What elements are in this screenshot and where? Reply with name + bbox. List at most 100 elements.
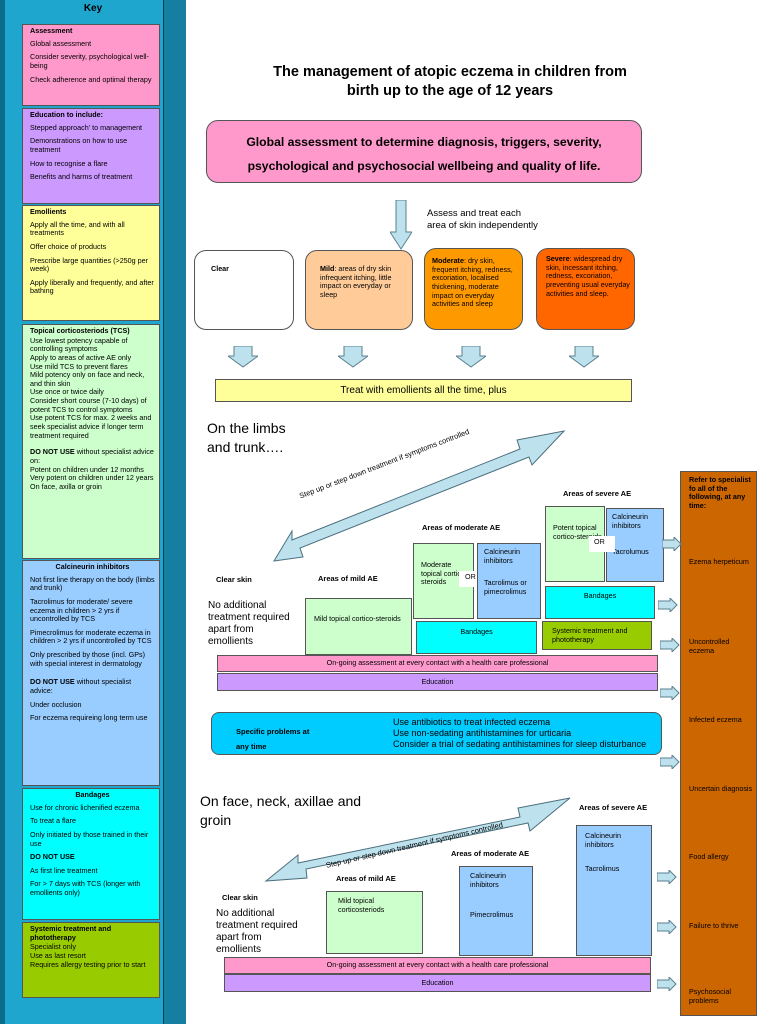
limbs-calcineurin-severe-label: Calcineurin inhibitors: [612, 512, 648, 530]
specific-problems-box: Specific problems at any time Use antibi…: [211, 712, 662, 755]
refer-heading: Refer to specialist fo all of the follow…: [689, 475, 751, 510]
right-arrow-icon: [660, 686, 680, 700]
key-item: Not first line therapy on the body (limb…: [30, 574, 155, 593]
key-item: Pimecrolimus for moderate eczema in chil…: [30, 627, 152, 646]
specific-problem-item: Consider a trial of sedating antihistami…: [393, 739, 647, 749]
key-calcineurin: Calcineurin inhibitors Not first line th…: [22, 560, 160, 786]
key-item: Mild potency only on face and neck, and …: [30, 370, 145, 388]
face-heading: On face, neck, axillae and groin: [200, 792, 361, 830]
right-arrow-icon: [657, 920, 677, 934]
refer-item: Failure to thrive: [689, 921, 739, 930]
limbs-calcineurin-label: Calcineurin inhibitors: [484, 547, 520, 565]
step-arrow-icon: [273, 430, 566, 562]
key-item: To treat a flare: [30, 816, 76, 826]
key-item: Use for chronic lichenified eczema: [30, 802, 140, 812]
limbs-systemic: Systemic treatment and phototherapy: [542, 621, 652, 650]
face-clear-skin: Clear skin: [222, 893, 258, 902]
key-item: As first line treatment: [30, 865, 98, 875]
severity-severe-box: Severe: widespread dry skin, incessant i…: [536, 248, 635, 330]
global-assessment-line: psychological and psychosocial wellbeing…: [247, 159, 601, 173]
limbs-bandages-severe: Bandages: [545, 586, 655, 619]
key-tcs: Topical corticosteriods (TCS) Use lowest…: [22, 324, 160, 559]
down-arrow-icon: [456, 346, 486, 368]
limbs-education: Education: [217, 673, 658, 691]
severity-moderate-text: : dry skin, frequent itching, redness, e…: [432, 256, 513, 309]
key-item: Demonstrations on how to use treatment: [30, 136, 128, 154]
key-item: Check adherence and optimal therapy: [30, 74, 152, 84]
limbs-mild-tcs: Mild topical cortico-steroids: [305, 598, 412, 655]
limbs-heading-line: On the limbs: [207, 420, 286, 436]
key-item: Benefits and harms of treatment: [30, 172, 133, 182]
key-item: Global assessment: [30, 38, 92, 48]
limbs-calcineurin: Calcineurin inhibitors Tacrolimus or pim…: [477, 543, 541, 619]
face-severe-area: Areas of severe AE: [579, 803, 648, 812]
limbs-calcineurin-severe: Calcineurin inhibitors Tacrolumus: [606, 508, 664, 582]
limbs-ongoing-assessment: On-going assessment at every contact wit…: [217, 655, 658, 672]
key-item: Tacrolimus for moderate/ severe eczema i…: [30, 596, 133, 624]
severity-clear-box: Clear: [194, 250, 294, 330]
key-item: Apply liberally and frequently, and afte…: [30, 277, 154, 296]
key-item: Use as last resort: [30, 950, 86, 960]
face-ongoing-assessment: On-going assessment at every contact wit…: [224, 957, 651, 974]
face-mild-area: Areas of mild AE: [336, 874, 396, 883]
key-item: For > 7 days with TCS (longer with emoll…: [30, 879, 141, 898]
key-item: Requires allergy testing prior to start: [30, 959, 146, 969]
key-bandages-heading: Bandages: [75, 790, 110, 799]
key-dnu: DO NOT USE without specialist advice on:: [30, 447, 154, 465]
key-item: Use potent TCS for max. 2 weeks and seek…: [30, 413, 152, 440]
key-item: Only initiated by those trained in their…: [30, 829, 149, 848]
face-calcineurin-severe: Calcineurin inhibitors Tacrolimus: [576, 825, 652, 956]
specific-problem-item: Use antibiotics to treat infected eczema: [393, 717, 551, 727]
assess-note-line: Assess and treat each: [427, 208, 521, 219]
face-heading-line: groin: [200, 812, 232, 828]
key-systemic: Systemic treatment and phototherapy Spec…: [22, 922, 160, 998]
specific-problem-item: Use non-sedating antihistamines for urti…: [393, 728, 572, 738]
face-tacrolimus-label: Tacrolimus: [585, 864, 620, 874]
face-mild-tcs: Mild topical corticosteriods: [326, 891, 423, 954]
limbs-clear-skin: Clear skin: [216, 575, 252, 584]
key-item: Use once or twice daily: [30, 387, 104, 397]
specific-problems-heading: Specific problems at any time: [236, 724, 309, 754]
refer-item: Infected eczema: [689, 715, 742, 724]
key-item: Only prescribed by those (incl. GPs) wit…: [30, 650, 146, 668]
severity-mild-label: Mild: [320, 264, 335, 273]
page-title-line: The management of atopic eczema in child…: [273, 64, 627, 80]
limbs-severe-area: Areas of severe AE: [563, 489, 632, 498]
limbs-tac-pim-label: Tacrolimus or pimecrolimus: [484, 578, 527, 596]
specific-heading-line: any time: [236, 742, 267, 751]
right-arrow-icon: [657, 870, 677, 884]
key-bandages: Bandages Use for chronic lichenified ecz…: [22, 788, 160, 920]
global-assessment-box: Global assessment to determine diagnosis…: [206, 120, 642, 183]
refer-item: Uncertain diagnosis: [689, 784, 753, 793]
down-arrow-icon: [569, 346, 599, 368]
face-moderate-area: Areas of moderate AE: [451, 849, 530, 858]
key-item: Use mild TCS to prevent flares: [30, 361, 128, 371]
key-emollients-heading: Emollients: [30, 207, 67, 216]
right-arrow-icon: [660, 755, 680, 769]
key-item: Specialist only: [30, 942, 76, 952]
key-item: Under occlusion: [30, 699, 82, 709]
key-item: Prescribe large quantities (>250g per we…: [30, 255, 149, 274]
refer-item: Uncontrolled eczema: [689, 637, 730, 655]
limbs-mild-area: Areas of mild AE: [318, 574, 378, 583]
key-item: Use lowest potency capable of controllin…: [30, 335, 128, 354]
key-systemic-heading: Systemic treatment and phototherapy: [30, 924, 112, 942]
key-item: Apply all the time, and with all treatme…: [30, 219, 125, 238]
key-item: Offer choice of products: [30, 241, 107, 251]
emollients-banner: Treat with emollients all the time, plus: [215, 379, 632, 402]
key-item: Stepped approach' to management: [30, 122, 143, 132]
severity-severe-text: : widespread dry skin, incessant itching…: [546, 254, 630, 298]
page-title: The management of atopic eczema in child…: [190, 63, 710, 101]
severity-mild-box: Mild: areas of dry skin infrequent itchi…: [305, 250, 413, 330]
right-arrow-icon: [662, 537, 682, 551]
key-education: Education to include: Stepped approach' …: [22, 108, 160, 204]
key-item: Consider severity, psychological well-be…: [30, 52, 149, 70]
step-arrow-icon: [264, 797, 571, 882]
key-education-heading: Education to include:: [30, 110, 104, 119]
limbs-or-severe-label: OR: [589, 536, 615, 552]
refer-item: Food allergy: [689, 852, 729, 861]
limbs-no-treatment: No additional treatment required apart f…: [208, 600, 290, 647]
limbs-bandages-moderate: Bandages: [416, 621, 537, 654]
key-item: Consider short course (7-10 days) of pot…: [30, 396, 147, 414]
limbs-tacrolimus-label: Tacrolumus: [612, 547, 649, 557]
